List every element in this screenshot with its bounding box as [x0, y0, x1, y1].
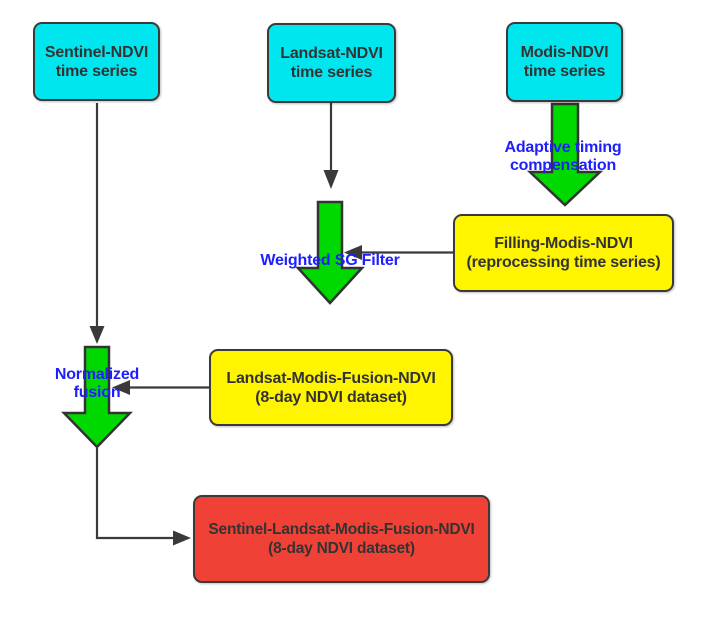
label-line: compensation	[509, 156, 617, 174]
arrow-sentinel-down-head	[89, 326, 105, 344]
node-label: time series	[55, 62, 138, 80]
block-arrow-weighted-sg	[295, 200, 365, 305]
node-sentinel-landsat-modis-fusion-ndvi: Sentinel-Landsat-Modis-Fusion-NDVI (8-da…	[193, 495, 490, 583]
node-label: Sentinel-NDVI	[44, 43, 149, 61]
label-line: Weighted SG Filter	[260, 252, 400, 269]
node-landsat-ndvi: Landsat-NDVI time series	[267, 23, 396, 103]
node-modis-ndvi: Modis-NDVI time series	[506, 22, 623, 102]
label-line: Normalized	[54, 366, 140, 383]
label-normalized-fusion: Normalized fusion	[27, 366, 167, 402]
node-label: (8-day NDVI dataset)	[255, 388, 407, 406]
block-arrow-adaptive-timing	[526, 102, 604, 207]
arrow-fusion-to-normalized-head	[112, 380, 130, 395]
node-landsat-modis-fusion-ndvi: Landsat-Modis-Fusion-NDVI (8-day NDVI da…	[209, 349, 453, 426]
node-label: Sentinel-Landsat-Modis-Fusion-NDVI	[208, 521, 475, 538]
arrow-landsat-down-head	[323, 170, 339, 189]
label-weighted-sg-filter: Weighted SG Filter	[245, 252, 415, 270]
label-line: Adaptive timing	[504, 139, 622, 156]
block-arrow-normalized-fusion	[61, 345, 133, 449]
label-line: fusion	[73, 384, 121, 401]
node-label: Modis-NDVI	[520, 44, 609, 61]
node-sentinel-ndvi: Sentinel-NDVI time series	[33, 22, 160, 101]
label-adaptive-timing-compensation: Adaptive timing compensation	[483, 139, 643, 174]
node-label: Landsat-NDVI	[280, 45, 383, 62]
node-label: Landsat-Modis-Fusion-NDVI	[226, 369, 436, 387]
node-filling-modis-ndvi: Filling-Modis-NDVI (reprocessing time se…	[453, 214, 674, 292]
arrow-normalized-to-final-head	[173, 530, 191, 546]
arrow-filling-to-sg-head	[344, 245, 362, 260]
node-label: Filling-Modis-NDVI	[494, 235, 633, 252]
arrow-normalized-to-final-line	[95, 448, 175, 540]
node-label: time series	[523, 63, 606, 80]
node-label: time series	[290, 64, 373, 81]
node-label: (reprocessing time series)	[466, 254, 661, 271]
node-label: (8-day NDVI dataset)	[268, 540, 415, 557]
